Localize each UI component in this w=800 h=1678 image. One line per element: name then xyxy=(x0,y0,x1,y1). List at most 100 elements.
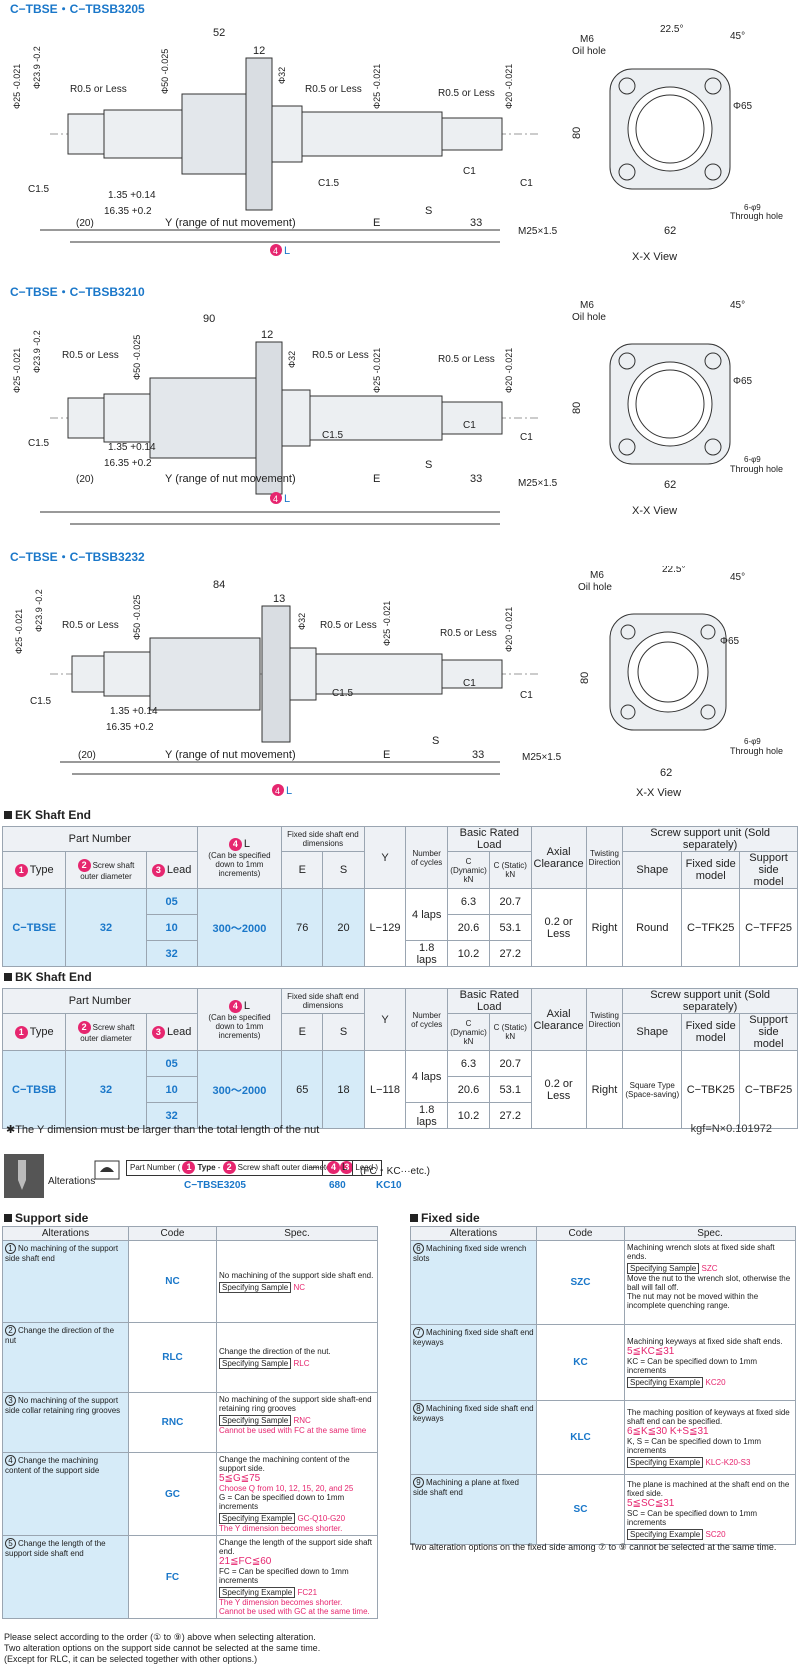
footer-line-2: Two alteration options on the support si… xyxy=(4,1643,321,1653)
bk-h-part: Part Number xyxy=(2,988,198,1014)
dim-y: Y (range of nut movement) xyxy=(165,217,296,229)
bk-supportm: C−TBF25 xyxy=(739,1050,798,1129)
view-d65: Φ65 xyxy=(733,101,753,112)
dim-135: 1.35 +0.14 xyxy=(108,442,156,453)
drawing-title-3205: C−TBSE・C−TBSB3205 xyxy=(10,2,145,16)
bk-cstat-1: 53.1 xyxy=(489,1076,532,1103)
bk-type: C−TBSB xyxy=(1,1050,67,1129)
dim-d25b: Φ25 -0.021 xyxy=(372,348,382,393)
bk-l: 300〜2000 xyxy=(196,1050,283,1129)
ek-h-part: Part Number xyxy=(2,826,198,852)
fixed-spec-6: Machining wrench slots at fixed side sha… xyxy=(624,1240,796,1325)
bk-h-twist: Twisting Direction xyxy=(585,988,624,1051)
fixed-col-alt: Alterations xyxy=(410,1226,537,1241)
label-r05b: R0.5 or Less xyxy=(305,84,362,95)
alt-ex2: 680 xyxy=(329,1180,346,1191)
ek-lead-2: 32 xyxy=(145,940,198,967)
bk-s: 18 xyxy=(322,1050,365,1129)
bk-h-e: E xyxy=(281,1013,324,1051)
dim-d32: Φ32 xyxy=(287,351,297,368)
alt-fc: (FC・KC···etc.) xyxy=(360,1166,430,1177)
label-r05b: R0.5 or Less xyxy=(312,350,369,361)
bk-axial: 0.2 or Less xyxy=(530,1050,587,1129)
dim-flange-len: 84 xyxy=(213,579,225,591)
dim-d20: Φ20 -0.021 xyxy=(504,607,514,652)
label-r05: R0.5 or Less xyxy=(70,84,127,95)
fixed-col-code: Code xyxy=(536,1226,625,1241)
support-col-code: Code xyxy=(128,1226,217,1241)
bk-y: L−118 xyxy=(363,1050,407,1129)
dim-s: S xyxy=(432,735,439,747)
ek-h-e: E xyxy=(281,851,324,889)
dim-1635: 16.35 +0.2 xyxy=(104,458,152,469)
ek-fixedm: C−TFK25 xyxy=(681,888,741,967)
dim-e: E xyxy=(373,473,380,485)
ek-h-fixed: Fixed side shaft end dimensions xyxy=(281,826,365,852)
dim-1635: 16.35 +0.2 xyxy=(104,206,152,217)
ek-h-fixedm: Fixed side model xyxy=(681,851,741,889)
bk-cdyn-2: 10.2 xyxy=(447,1102,490,1129)
dim-l: L xyxy=(284,245,290,257)
fixed-spec-7: Machining keyways at fixed side shaft en… xyxy=(624,1324,796,1401)
footer-notes: Please select according to the order (① … xyxy=(4,1632,320,1665)
dim-20: (20) xyxy=(76,218,94,229)
ek-l: 300〜2000 xyxy=(196,888,283,967)
view-45: 45° xyxy=(730,31,745,42)
bk-cycles-0: 4 laps xyxy=(405,1050,449,1103)
bk-h-s: S xyxy=(322,1013,365,1051)
ek-h-load: Basic Rated Load xyxy=(447,826,532,852)
label-c15: C1.5 xyxy=(30,696,52,707)
view-through1: 6-φ9 xyxy=(744,203,761,212)
ek-h-support: Screw support unit (Sold separately) xyxy=(622,826,798,852)
shaft-drawing-3232: 84 13 Φ25 -0.021 Φ23.9 -0.2 Φ50 -0.025 Φ… xyxy=(14,566,783,799)
view-45: 45° xyxy=(730,572,745,583)
ek-h-supportm: Support side model xyxy=(739,851,798,889)
dim-33: 33 xyxy=(470,217,482,229)
bk-h-cstat: C (Static) kN xyxy=(489,1013,532,1051)
dim-d32: Φ32 xyxy=(277,67,287,84)
support-spec-4: Change the machining content of the supp… xyxy=(216,1452,378,1536)
ek-h-twist: Twisting Direction xyxy=(585,826,624,889)
bk-e: 65 xyxy=(281,1050,324,1129)
label-c15b: C1.5 xyxy=(332,688,354,699)
ek-cstat-0: 20.7 xyxy=(489,888,532,915)
view-80: 80 xyxy=(571,127,583,139)
ek-shape: Round xyxy=(622,888,683,967)
dim-135: 1.35 +0.14 xyxy=(110,706,158,717)
ek-supportm: C−TFF25 xyxy=(739,888,798,967)
dim-d50: Φ50 -0.025 xyxy=(132,335,142,380)
bk-shape: Square Type (Space-saving) xyxy=(622,1050,683,1129)
fixed-side-title: Fixed side xyxy=(410,1211,480,1225)
bk-h-shape: Shape xyxy=(622,1013,683,1051)
dim-l-num: 4 xyxy=(273,494,278,504)
dim-l-num: 4 xyxy=(275,786,280,796)
dim-d50: Φ50 -0.025 xyxy=(132,595,142,640)
view-d65: Φ65 xyxy=(733,376,753,387)
dim-l: L xyxy=(286,785,292,797)
ek-h-cycles: Number of cycles xyxy=(405,826,449,889)
ek-h-axial: Axial Clearance xyxy=(530,826,587,889)
dim-m25: M25×1.5 xyxy=(518,478,558,489)
ek-cycles-0: 4 laps xyxy=(405,888,449,941)
support-col-spec: Spec. xyxy=(216,1226,378,1241)
label-c1: C1 xyxy=(463,678,476,689)
support-spec-1: No machining of the support side shaft e… xyxy=(216,1240,378,1323)
view-m6: M6 xyxy=(580,300,594,311)
dim-d239: Φ23.9 -0.2 xyxy=(32,46,42,89)
dim-d32: Φ32 xyxy=(297,613,307,630)
bk-lead-0: 05 xyxy=(145,1050,198,1077)
shaft-drawing-3205: 52 12 Φ25 -0.021 Φ23.9 -0.2 Φ50 -0.025 Φ… xyxy=(12,24,783,263)
